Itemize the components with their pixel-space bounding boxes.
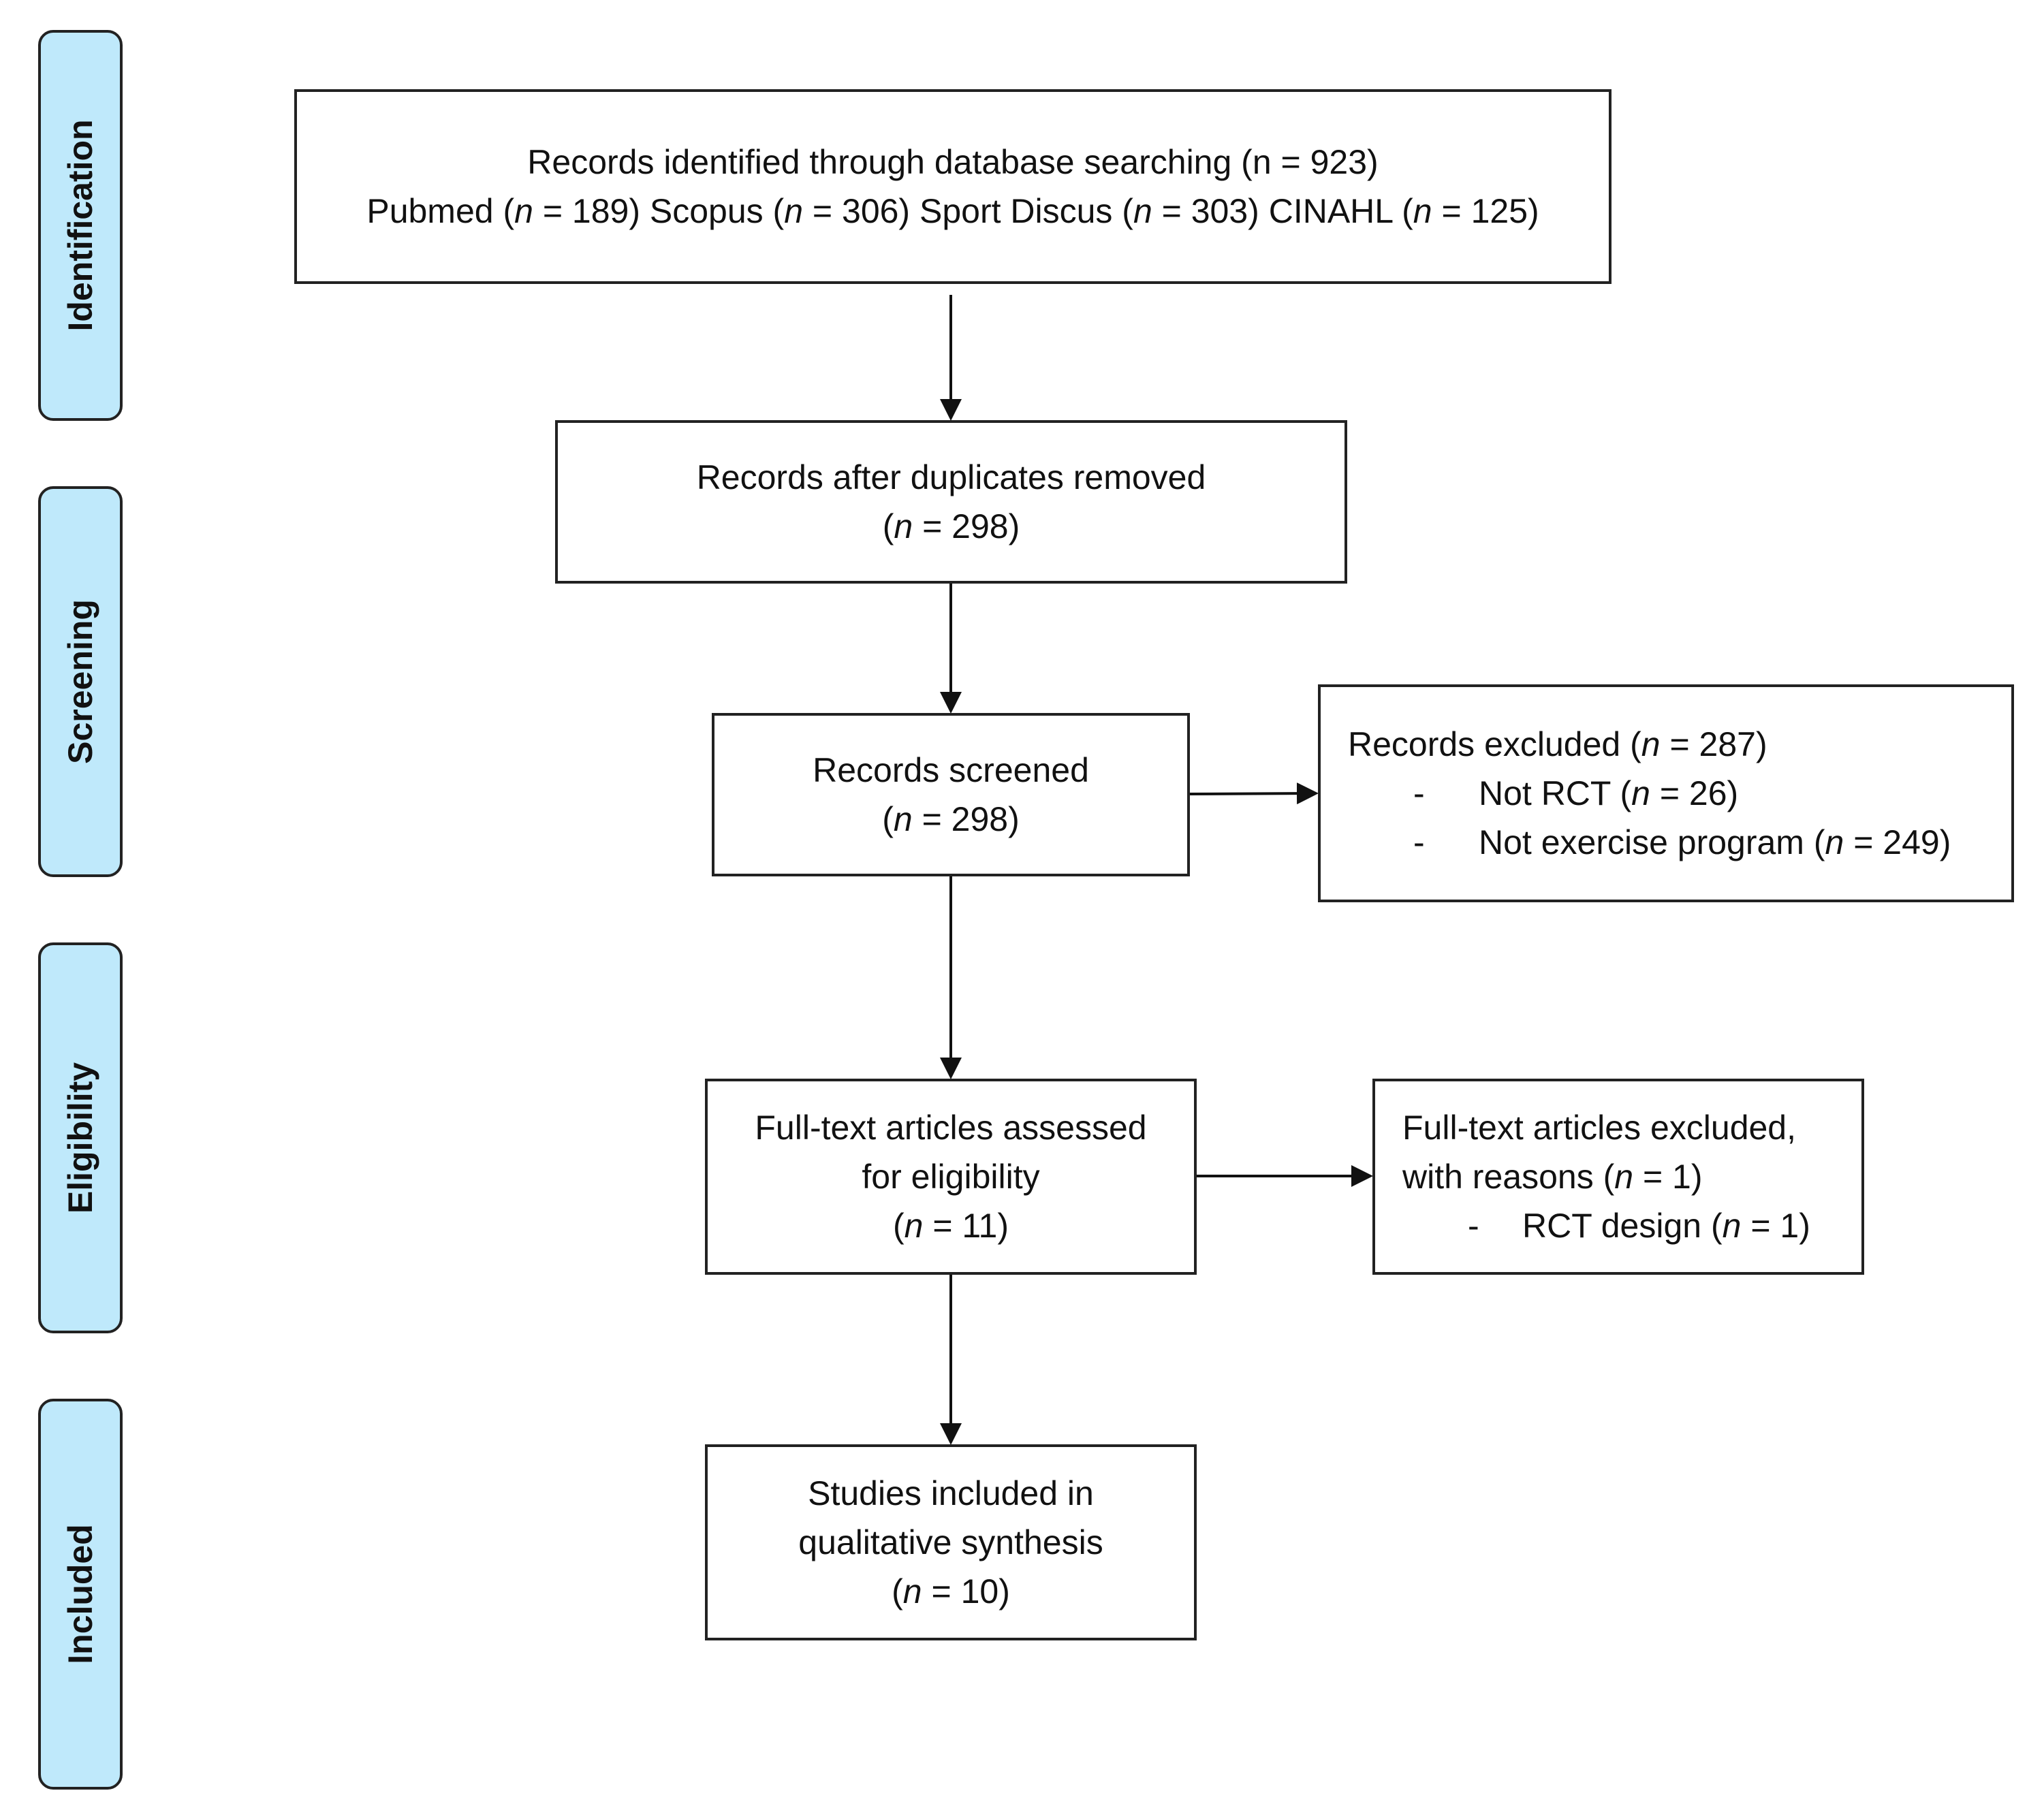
paren-open: ( (892, 1207, 905, 1245)
n-symbol: n (894, 507, 913, 545)
arrow-screened-to-excluded (1189, 782, 1319, 805)
n-symbol: n (902, 1572, 922, 1610)
records-identified-line: Records identified through database sear… (527, 143, 1379, 181)
db-cinahl-label: CINAHL ( (1268, 192, 1413, 230)
paren-open: ( (882, 800, 894, 838)
db-sportdiscus-label: Sport Discus ( (919, 192, 1133, 230)
count-value: = 1) (1741, 1207, 1810, 1245)
n-symbol: n (904, 1207, 924, 1245)
count-value: = 249) (1844, 823, 1951, 861)
bullet-dash: - (1413, 823, 1425, 861)
included-line2: qualitative synthesis (798, 1523, 1103, 1561)
included-count: (n = 10) (892, 1567, 1010, 1616)
fulltext-count: (n = 11) (893, 1201, 1009, 1250)
excluded-item-not-exercise: - Not exercise program (n = 249) (1348, 818, 1951, 867)
db-pubmed-count: = 189) (533, 192, 650, 230)
db-cinahl-count: = 125) (1432, 192, 1539, 230)
n-symbol: n (1641, 725, 1661, 763)
box-records-excluded: Records excluded (n = 287) -Not RCT (n =… (1318, 684, 2014, 902)
count-value: = 10) (922, 1572, 1010, 1610)
phase-screening: Screening (38, 486, 123, 877)
db-scopus-count: = 306) (803, 192, 919, 230)
fulltext-excluded-line1: Full-text articles excluded, (1402, 1109, 1797, 1147)
count-value: = 298) (913, 507, 1020, 545)
duplicates-removed-count: (n = 298) (883, 502, 1020, 551)
item-label: Not RCT ( (1479, 774, 1632, 812)
n-symbol: n (1722, 1207, 1742, 1245)
db-sportdiscus-count: = 303) (1152, 192, 1269, 230)
reasons-label: with reasons ( (1402, 1158, 1615, 1196)
records-excluded-label: Records excluded ( (1348, 725, 1641, 763)
bullet-dash: - (1468, 1207, 1479, 1245)
box-fulltext-excluded: Full-text articles excluded, with reason… (1372, 1079, 1864, 1275)
count-value: = 298) (912, 800, 1020, 838)
item-label: Not exercise program ( (1479, 823, 1825, 861)
excluded-item-not-rct: - Not RCT (n = 26) (1348, 769, 1738, 818)
count-value: = 1) (1633, 1158, 1703, 1196)
n-symbol: n (1413, 192, 1432, 230)
fulltext-excluded-line2: with reasons (n = 1) (1402, 1152, 1703, 1201)
n-symbol: n (1825, 823, 1844, 861)
box-studies-included: Studies included in qualitative synthesi… (705, 1444, 1197, 1640)
count-value: = 26) (1650, 774, 1739, 812)
records-screened-line: Records screened (813, 751, 1089, 789)
n-symbol: n (1133, 192, 1152, 230)
duplicates-removed-line: Records after duplicates removed (696, 458, 1206, 496)
paren-open: ( (892, 1572, 903, 1610)
fulltext-excluded-item-rct-design: - RCT design (n = 1) (1402, 1201, 1810, 1250)
count-value: = 11) (923, 1207, 1009, 1245)
included-line1: Studies included in (808, 1474, 1094, 1512)
box-fulltext-assessed: Full-text articles assessed for eligibil… (705, 1079, 1197, 1275)
item-label: RCT design ( (1522, 1207, 1723, 1245)
paren-open: ( (882, 507, 894, 545)
n-symbol: n (514, 192, 533, 230)
box-records-screened: Records screened (n = 298) (712, 713, 1190, 876)
database-counts-line: Pubmed (n = 189) Scopus (n = 306) Sport … (366, 187, 1539, 236)
phase-identification: Identification (38, 30, 123, 421)
count-value: = 287) (1660, 725, 1767, 763)
n-symbol: n (1614, 1158, 1634, 1196)
phase-included: Included (38, 1399, 123, 1790)
n-symbol: n (893, 800, 913, 838)
n-symbol: n (784, 192, 804, 230)
phase-eligibility: Eligibility (38, 942, 123, 1333)
records-excluded-head: Records excluded (n = 287) (1348, 720, 1767, 769)
box-duplicates-removed: Records after duplicates removed (n = 29… (555, 420, 1347, 584)
fulltext-line2: for eligibility (862, 1158, 1040, 1196)
records-screened-count: (n = 298) (882, 795, 1020, 844)
bullet-dash: - (1413, 774, 1425, 812)
n-symbol: n (1631, 774, 1650, 812)
box-records-identified: Records identified through database sear… (294, 89, 1611, 284)
fulltext-line1: Full-text articles assessed (755, 1109, 1147, 1147)
db-pubmed-label: Pubmed ( (366, 192, 515, 230)
db-scopus-label: Scopus ( (649, 192, 785, 230)
